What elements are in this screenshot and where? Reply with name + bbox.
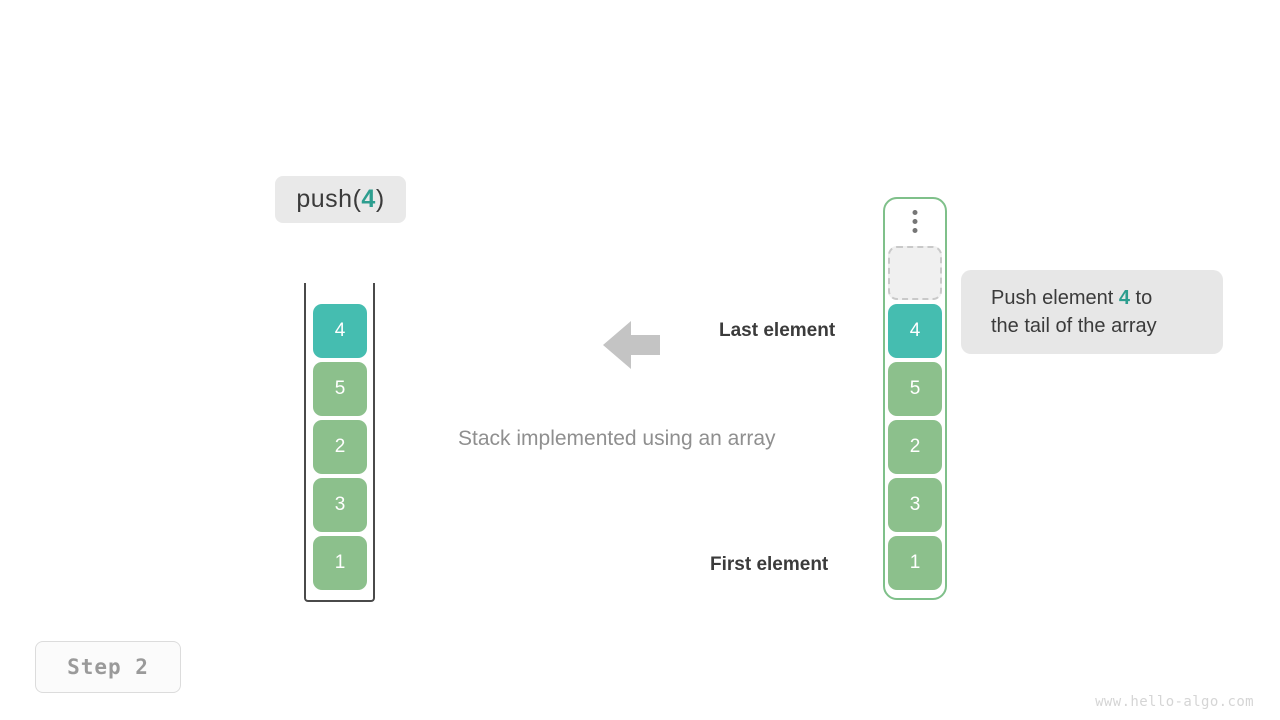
stack-cell: 2 — [313, 420, 367, 474]
watermark: www.hello-algo.com — [1095, 694, 1254, 710]
description-bubble: Push element 4 to the tail of the array — [961, 270, 1223, 354]
stack-cell: 1 — [313, 536, 367, 590]
description-highlight: 4 — [1118, 287, 1130, 309]
first-element-label: First element — [710, 554, 829, 575]
array-diagram: 4 5 2 3 1 — [883, 197, 947, 600]
arrow-left-icon — [601, 316, 661, 374]
description-line2: the tail of the array — [991, 315, 1157, 337]
last-element-label: Last element — [719, 320, 836, 341]
operation-argument: 4 — [361, 185, 376, 213]
array-cell: 5 — [888, 362, 942, 416]
description-line1-after: to — [1129, 287, 1153, 309]
diagram-caption: Stack implemented using an array — [458, 427, 776, 450]
ellipsis-dot — [912, 210, 918, 215]
stack-cell: 3 — [313, 478, 367, 532]
ellipsis-dot — [912, 228, 918, 233]
ellipsis-dot — [912, 219, 918, 224]
array-cell-list: 4 5 2 3 1 — [888, 246, 942, 590]
description-line1-before: Push element — [991, 287, 1119, 309]
array-container-frame — [883, 197, 947, 600]
stack-diagram: 4 5 2 3 1 — [304, 283, 375, 602]
stack-cell-list: 4 5 2 3 1 — [313, 304, 367, 590]
array-empty-slot — [888, 246, 942, 300]
array-cell: 4 — [888, 304, 942, 358]
step-badge: Step 2 — [35, 641, 181, 693]
operation-label: push(4) — [275, 176, 406, 223]
operation-prefix: push( — [296, 185, 362, 213]
vertical-ellipsis-icon — [912, 210, 918, 233]
stack-container-frame — [304, 283, 375, 602]
array-cell: 2 — [888, 420, 942, 474]
stack-cell: 5 — [313, 362, 367, 416]
array-cell: 3 — [888, 478, 942, 532]
array-cell: 1 — [888, 536, 942, 590]
operation-suffix: ) — [375, 185, 385, 213]
stack-cell: 4 — [313, 304, 367, 358]
